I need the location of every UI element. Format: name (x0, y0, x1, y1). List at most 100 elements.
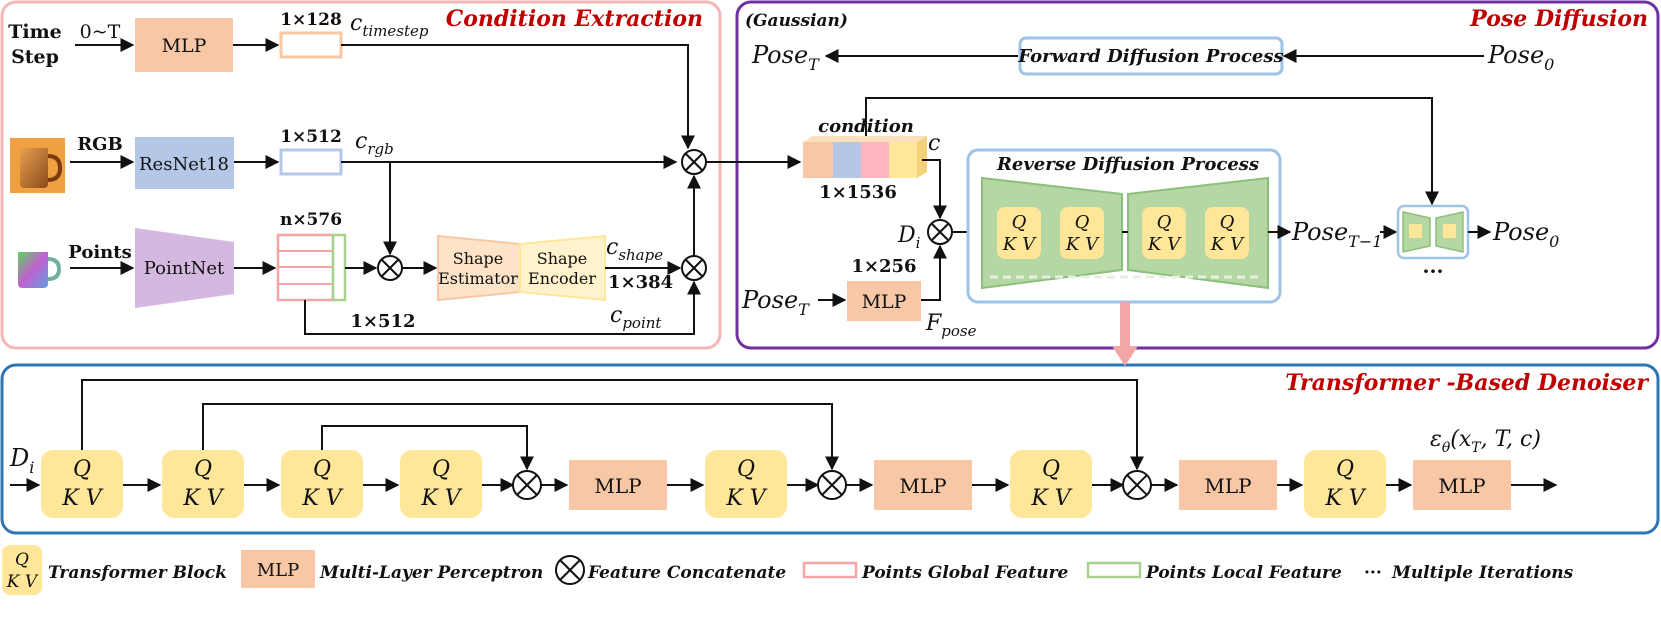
pose-0-top-label: Pose0 (1487, 41, 1554, 74)
svg-text:MLP: MLP (1438, 474, 1485, 498)
d-i-label: Di (897, 223, 921, 252)
svg-text:Q: Q (194, 457, 212, 482)
svg-text:Shape: Shape (537, 249, 588, 268)
pose-t-top-label: PoseT (751, 41, 820, 74)
c-label: c (928, 131, 940, 156)
svg-text:Q: Q (432, 457, 450, 482)
svg-text:MLP: MLP (899, 474, 946, 498)
svg-text:MLP: MLP (862, 291, 907, 313)
pointnet-block (135, 228, 234, 308)
pose-diffusion-title: Pose Diffusion (1469, 6, 1648, 32)
resnet18-block (135, 137, 234, 189)
svg-text:K V: K V (1065, 234, 1100, 255)
den-qkv-4: Q K V (400, 450, 482, 518)
gaussian-label: (Gaussian) (745, 11, 848, 31)
legend-iterations: Multiple Iterations (1391, 563, 1574, 583)
svg-text:Reverse Diffusion Process: Reverse Diffusion Process (996, 154, 1259, 175)
rgb-label: RGB (77, 134, 123, 155)
dim-1536: 1×1536 (819, 182, 897, 203)
skip-connection-3 (321, 425, 534, 471)
pose-t-input-label: PoseT (741, 286, 810, 319)
dim-128: 1×128 (280, 10, 342, 30)
legend-mlp: Multi-Layer Perceptron (319, 563, 543, 583)
den-concat-3 (1122, 470, 1152, 500)
iteration-dots: ··· (1423, 259, 1444, 283)
legend: Q K V Transformer Block MLP Multi-Layer … (2, 545, 1574, 595)
svg-text:Q: Q (1012, 212, 1027, 233)
den-qkv-2: Q K V (162, 450, 244, 518)
den-mlp-4 (1413, 460, 1511, 510)
svg-text:Q: Q (737, 457, 755, 482)
svg-text:Estimator: Estimator (438, 269, 518, 288)
svg-text:Encoder: Encoder (528, 269, 596, 288)
denoiser-panel (0, 363, 1660, 535)
reverse-qkv-1: Q K V (997, 207, 1041, 259)
reverse-qkv-3: Q K V (1142, 207, 1186, 259)
svg-text:K V: K V (182, 486, 224, 511)
timestep-feature (279, 31, 343, 59)
pose-t-minus-1-label: PoseT−1 (1291, 218, 1382, 251)
legend-transformer: Transformer Block (48, 563, 227, 583)
pose-diffusion-panel (735, 0, 1660, 350)
dim-n576: n×576 (280, 210, 342, 230)
legend-dots: ··· (1364, 563, 1382, 583)
c-point-label: cpoint (610, 303, 662, 332)
legend-concat: Feature Concatenate (587, 563, 786, 583)
svg-text:K V: K V (420, 486, 462, 511)
svg-text:Q: Q (73, 457, 91, 482)
condition-extraction-title: Condition Extraction (446, 6, 703, 32)
svg-text:Q: Q (1075, 212, 1090, 233)
den-qkv-1: Q K V (41, 450, 123, 518)
svg-text:MLP: MLP (257, 560, 300, 581)
condition-extraction-panel (0, 0, 722, 350)
legend-local-swatch (1086, 561, 1142, 579)
svg-text:MLP: MLP (162, 35, 207, 57)
legend-mlp-swatch (241, 550, 315, 588)
svg-text:K V: K V (6, 572, 39, 592)
svg-text:Forward Diffusion Process: Forward Diffusion Process (1017, 46, 1283, 67)
reverse-decoder (1127, 176, 1269, 290)
svg-text:K V: K V (61, 486, 103, 511)
svg-text:Q: Q (1157, 212, 1172, 233)
dim-512-points: 1×512 (350, 311, 415, 332)
svg-text:Shape: Shape (453, 249, 504, 268)
pose-mlp (847, 281, 921, 321)
time-range-label: 0~T (80, 21, 121, 43)
svg-text:Q: Q (1336, 457, 1354, 482)
svg-text:ResNet18: ResNet18 (139, 154, 229, 175)
concat-condition (681, 149, 707, 175)
svg-text:K V: K V (1324, 486, 1366, 511)
svg-text:Q: Q (15, 550, 29, 570)
reverse-qkv-2: Q K V (1060, 207, 1104, 259)
svg-text:Q: Q (1220, 212, 1235, 233)
den-concat-2 (817, 470, 847, 500)
dim-384: 1×384 (608, 272, 673, 293)
svg-text:K V: K V (1210, 234, 1245, 255)
den-mlp-3 (1179, 460, 1277, 510)
points-label: Points (68, 242, 131, 263)
den-qkv-3: Q K V (281, 450, 363, 518)
den-qkv-6: Q K V (1010, 450, 1092, 518)
svg-text:PointNet: PointNet (144, 258, 225, 279)
shape-encoder-block (519, 234, 606, 302)
c-rgb-label: crgb (355, 129, 394, 158)
svg-text:K V: K V (1147, 234, 1182, 255)
legend-global: Points Global Feature (861, 563, 1069, 583)
c-shape-label: cshape (606, 235, 663, 264)
points-feature-stack (276, 233, 347, 302)
pose-0-output-label: Pose0 (1492, 218, 1559, 251)
den-mlp-1 (569, 460, 667, 510)
skip-connection-1 (81, 379, 1144, 471)
den-qkv-7: Q K V (1304, 450, 1386, 518)
svg-text:K V: K V (1002, 234, 1037, 255)
dim-256: 1×256 (851, 256, 916, 277)
epsilon-output-label: εθ(xT, T, c) (1430, 427, 1541, 456)
timestep-mlp (135, 18, 233, 72)
skip-connection-2 (202, 403, 839, 471)
forward-diffusion-box (1018, 36, 1284, 76)
svg-text:K V: K V (301, 486, 343, 511)
expand-arrow (1112, 346, 1138, 366)
f-pose-label: Fpose (925, 311, 977, 340)
dim-512-rgb: 1×512 (280, 127, 342, 147)
concat-shape-point (681, 255, 707, 281)
